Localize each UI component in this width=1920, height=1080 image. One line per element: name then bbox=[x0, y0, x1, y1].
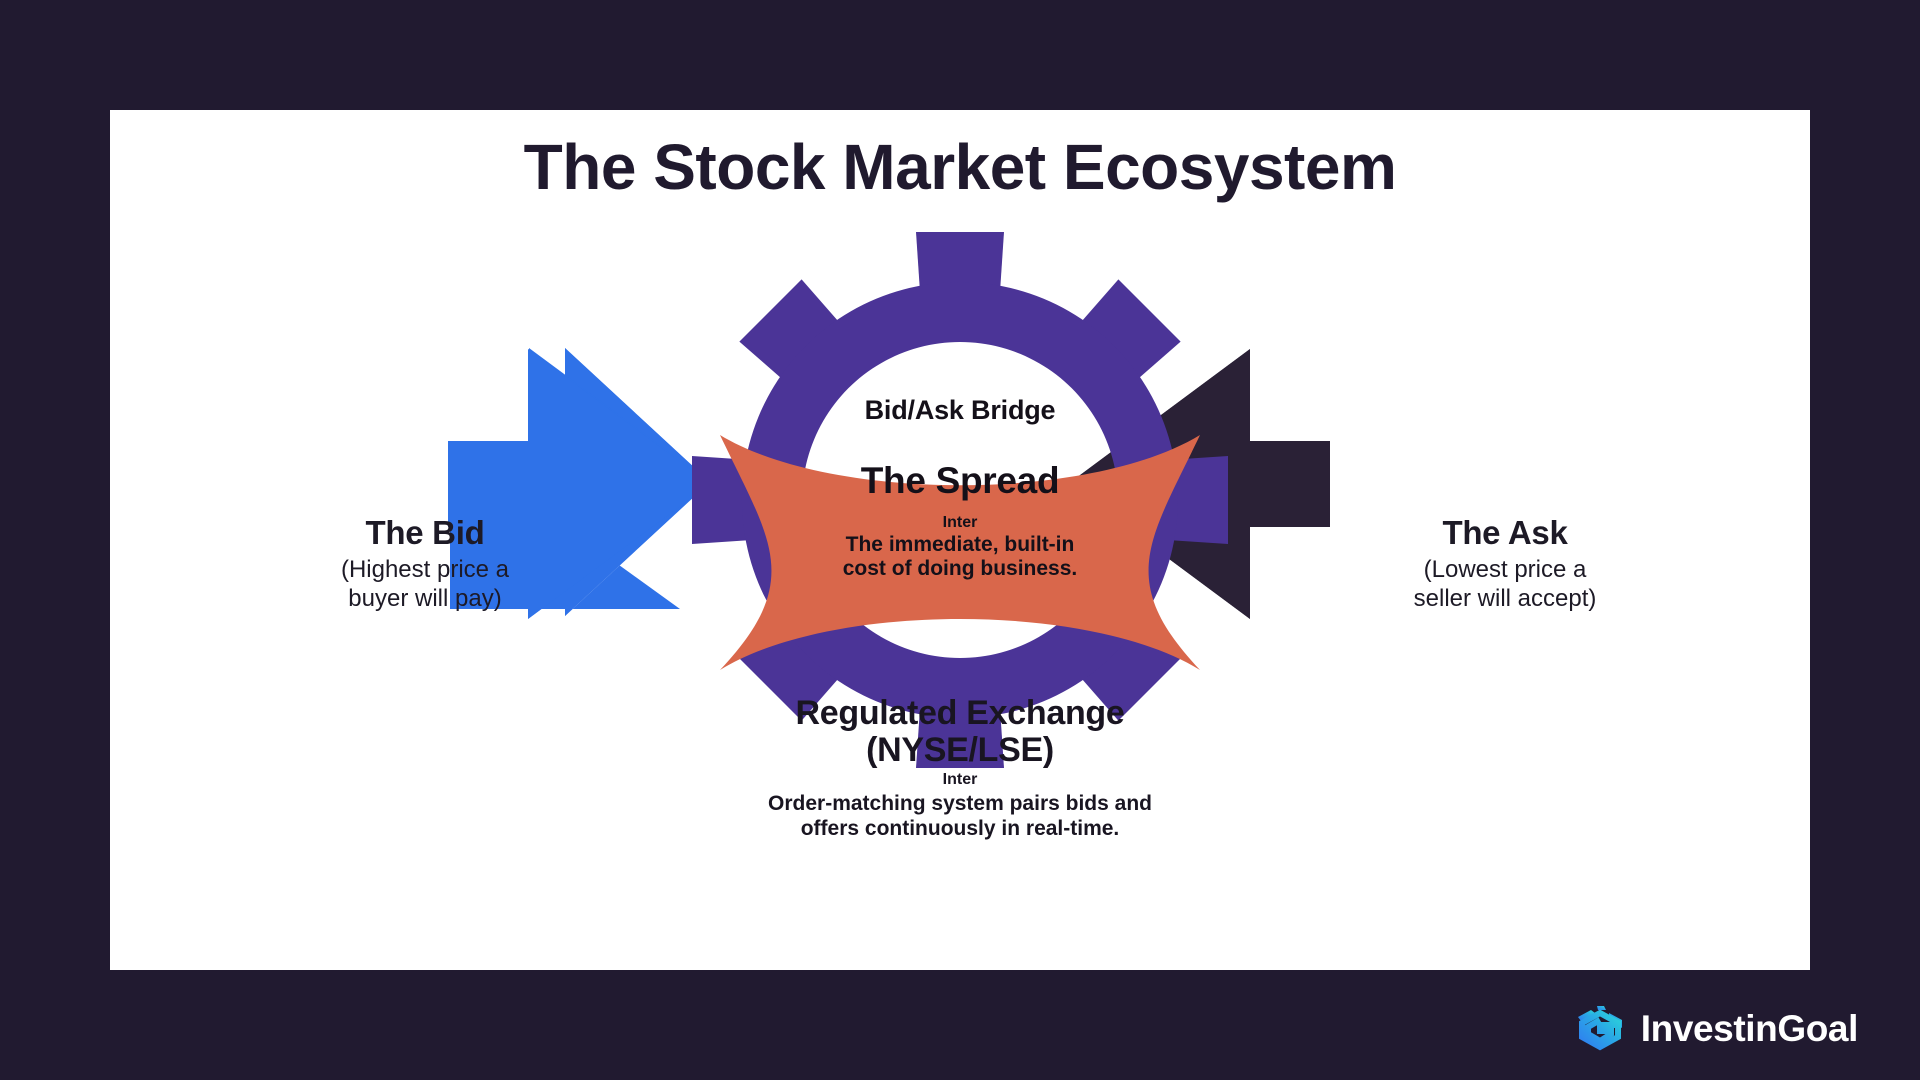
brand-name: InvestinGoal bbox=[1640, 1008, 1859, 1049]
exchange-desc-line1: Order-matching system pairs bids and bbox=[768, 792, 1152, 816]
ask-title: The Ask bbox=[1442, 514, 1568, 551]
ask-subtitle-line2: seller will accept) bbox=[1413, 584, 1597, 612]
bid-arrow-shape bbox=[448, 349, 710, 619]
ask-subtitle-line1: (Lowest price a bbox=[1423, 555, 1587, 583]
brand-logo[interactable]: InvestinGoal bbox=[1573, 1000, 1858, 1058]
bid-subtitle-line1: (Highest price a bbox=[340, 555, 510, 583]
spread-note-line1: The immediate, built-in bbox=[845, 532, 1075, 556]
page-title: The Stock Market Ecosystem bbox=[523, 131, 1397, 203]
bid-label: The Bid (Highest price a buyer will pay) bbox=[260, 514, 590, 614]
spread-label: The Spread bbox=[860, 460, 1060, 501]
spread-note-line2: cost of doing business. bbox=[842, 557, 1078, 581]
regulated-exchange-caption: Regulated Exchange (NYSE/LSE) Inter Orde… bbox=[540, 695, 1380, 841]
ask-label: The Ask (Lowest price a seller will acce… bbox=[1340, 514, 1670, 614]
exchange-title-line2: (NYSE/LSE) bbox=[866, 730, 1054, 769]
diagram-artwork bbox=[448, 232, 1330, 768]
bid-subtitle-line2: buyer will pay) bbox=[348, 584, 502, 612]
spread-note-tag: Inter bbox=[942, 514, 978, 531]
bid-title: The Bid bbox=[365, 514, 485, 551]
exchange-tag: Inter bbox=[942, 771, 978, 789]
spread-shape bbox=[720, 435, 1200, 670]
diagram-stage: The Bid (Highest price a buyer will pay)… bbox=[110, 110, 1810, 970]
bid-ask-bridge-label: Bid/Ask Bridge bbox=[864, 395, 1056, 425]
hexagon-g-logo-icon bbox=[1577, 1006, 1622, 1051]
exchange-desc-line2: offers continuously in real-time. bbox=[800, 816, 1120, 840]
exchange-title-line1: Regulated Exchange bbox=[795, 694, 1125, 732]
spread-note: Inter The immediate, built-in cost of do… bbox=[750, 514, 1170, 581]
infographic-card: The Stock Market Ecosystem bbox=[110, 110, 1810, 970]
